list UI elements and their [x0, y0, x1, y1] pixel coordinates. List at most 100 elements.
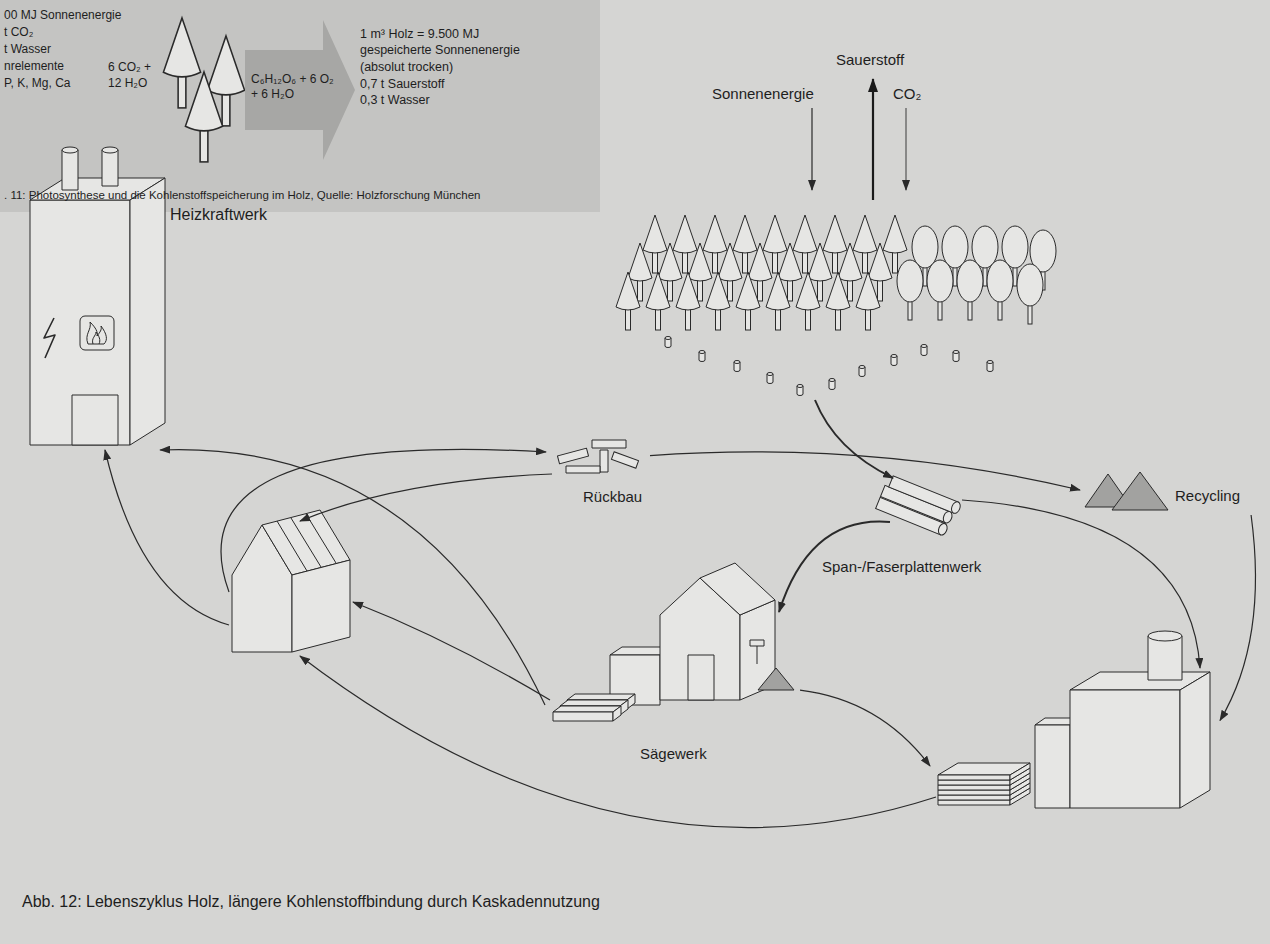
plant-side: [1180, 672, 1210, 808]
text-label: 0,3 t Wasser: [360, 92, 430, 108]
conifer: [185, 72, 222, 162]
flow-arrow: [962, 500, 1200, 668]
tree-stump: [767, 373, 773, 384]
conifer: [796, 272, 820, 330]
log: [889, 476, 958, 513]
conifer: [766, 272, 790, 330]
flow-arrow: [815, 400, 893, 478]
tree-stump: [921, 345, 927, 356]
plant-front: [1035, 725, 1070, 808]
node-label: Heizkraftwerk: [170, 205, 267, 225]
conifer: [163, 18, 200, 108]
node-label: Recycling: [1175, 487, 1240, 506]
flow-arrow: [221, 449, 546, 592]
text-label: 6 CO₂ + 12 H₂O: [108, 60, 162, 91]
house: [232, 510, 350, 652]
node-label: Span-/Faserplattenwerk: [822, 558, 981, 577]
flow-arrow: [300, 474, 552, 521]
flow-arrow: [300, 656, 936, 828]
log-end: [950, 501, 962, 515]
flow-lines: [105, 400, 1200, 828]
deciduous-tree: [957, 260, 983, 320]
plant-front: [30, 200, 130, 445]
text-label: . 11: Photosynthese und die Kohlenstoffs…: [4, 188, 480, 203]
node-label: Sägewerk: [640, 745, 707, 764]
conifer: [736, 272, 760, 330]
text-label: t Wasser: [4, 42, 51, 58]
conifer: [826, 272, 850, 330]
flow-arrow: [650, 452, 1080, 490]
silo: [1148, 636, 1182, 680]
timber-beam: [553, 706, 621, 721]
logs: [876, 474, 962, 538]
flow-arrow: [353, 602, 550, 700]
lightning-symbol: [44, 318, 55, 358]
deciduous-tree: [897, 260, 923, 320]
flame-symbol: [93, 332, 100, 344]
hall-door: [688, 655, 714, 700]
saw-symbol: [757, 646, 758, 664]
node-label: C₆H₁₂O₆ + 6 O₂ + 6 H₂O: [251, 72, 337, 102]
wood-block: [600, 450, 608, 472]
figure-caption: Abb. 12: Lebenszyklus Holz, längere Kohl…: [22, 892, 600, 913]
node-label: Rückbau: [583, 488, 642, 507]
text-label: nrelemente: [4, 59, 64, 75]
conifer: [616, 272, 640, 330]
wood-block: [566, 466, 600, 473]
flow-arrow: [160, 450, 545, 705]
tree-stump: [987, 361, 993, 372]
chimney: [102, 150, 118, 186]
co2-arrow: [905, 108, 906, 190]
chip-pile: [1112, 472, 1168, 510]
text-label: 00 MJ Sonnenenergie: [4, 8, 121, 24]
tree-stump: [734, 361, 740, 372]
log-end: [937, 522, 949, 536]
text-label: P, K, Mg, Ca: [4, 76, 70, 92]
station-node: Recycling: [1080, 465, 1262, 515]
station-node: Rückbau: [548, 432, 650, 511]
flame-symbol: [87, 322, 107, 344]
board: [938, 763, 1030, 780]
deciduous-tree: [987, 260, 1013, 320]
recycling-piles: [1085, 472, 1168, 510]
tree-stump: [699, 351, 705, 362]
deciduous-tree: [927, 260, 953, 320]
sawdust-pile: [758, 668, 794, 690]
text-label: 1 m³ Holz = 9.500 MJ gespeicherte Sonnen…: [360, 26, 538, 75]
station-node: Span-/Faserplattenwerk: [930, 640, 1220, 815]
hall-roof: [700, 563, 775, 615]
figure-panel: [0, 0, 600, 212]
plant-side: [130, 178, 165, 445]
plant-front: [1070, 690, 1180, 808]
silo-top: [1148, 631, 1182, 641]
deciduous-tree: [1017, 264, 1043, 324]
house-side: [292, 560, 350, 652]
forest: [616, 215, 1056, 396]
chimney-top: [62, 147, 78, 153]
tree-stump: [891, 355, 897, 366]
text-label: t CO₂: [4, 25, 33, 41]
tree-stump: [665, 337, 671, 348]
flame-box: [80, 316, 114, 350]
oxygen-arrow: [872, 79, 874, 200]
roof-stripe: [277, 521, 307, 571]
arrow-body: [245, 20, 355, 160]
plant-door: [72, 395, 118, 445]
tree-stump: [829, 379, 835, 390]
reaction-arrow: C₆H₁₂O₆ + 6 O₂ + 6 H₂O: [245, 20, 355, 160]
station-node: Sägewerk: [545, 560, 800, 770]
demolition-parts: [557, 440, 638, 473]
sawmill: [553, 563, 794, 721]
flow-arrow: [1220, 515, 1255, 721]
flow-arrow: [800, 690, 930, 766]
tree-stump: [797, 385, 803, 396]
roof-stripe: [306, 514, 336, 563]
text-label: 0,7 t Sauerstoff: [360, 76, 445, 92]
saw-symbol: [750, 640, 764, 646]
wood-block: [557, 448, 588, 463]
chimney-top: [102, 147, 118, 153]
wood-block: [611, 452, 638, 468]
tree-stump: [953, 351, 959, 362]
